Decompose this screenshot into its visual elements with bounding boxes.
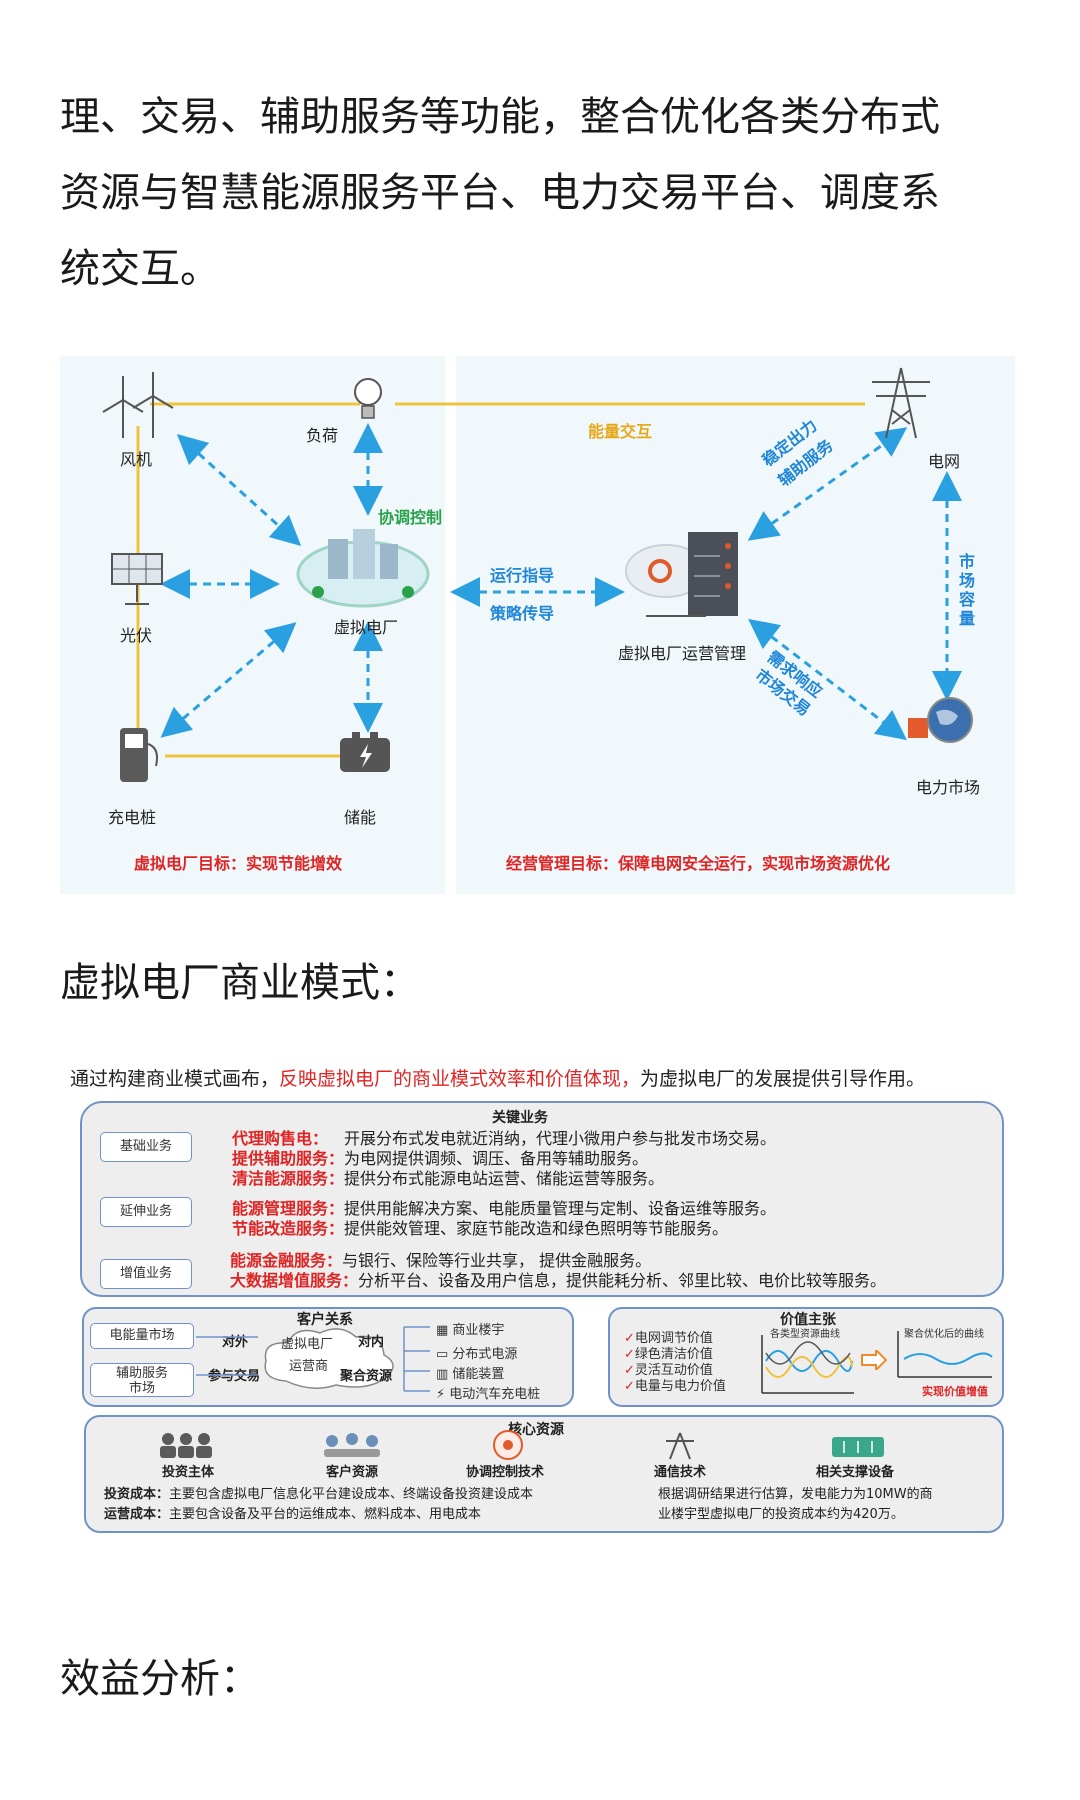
resource-curves-chart — [761, 1335, 854, 1394]
charging-station-icon — [120, 728, 158, 782]
operations-server-icon — [625, 532, 738, 617]
node-market-label: 电力市场 — [916, 778, 981, 797]
investors-icon — [160, 1433, 212, 1458]
solar-panel-icon — [111, 553, 163, 605]
participate-trade-label: 参与交易 — [208, 1369, 261, 1384]
internal-label: 对内 — [358, 1335, 385, 1350]
edge-energy-exchange-label: 能量交互 — [588, 422, 653, 441]
business-row: 代理购售电：开展分布式发电就近消纳，代理小微用户参与批发市场交易。 — [232, 1129, 777, 1148]
business-row: 提供辅助服务：为电网提供调频、调压、备用等辅助服务。 — [232, 1149, 649, 1168]
key-business-title: 关键业务 — [492, 1110, 548, 1126]
operation-cost-row: 运营成本：主要包含设备及平台的运维成本、燃料成本、用电成本 — [104, 1507, 482, 1522]
value-item: ✓电网调节价值 — [624, 1331, 713, 1346]
category-value-added: 增值业务 — [100, 1259, 192, 1289]
key-business-box — [80, 1101, 1004, 1297]
value-proposition-title: 价值主张 — [780, 1312, 836, 1328]
cloud-text-1: 虚拟电厂 — [281, 1337, 334, 1352]
core-resource-customers: 客户资源 — [326, 1465, 379, 1480]
aggregate-resources-label: 聚合资源 — [340, 1369, 393, 1384]
value-item: ✓电量与电力价值 — [624, 1379, 726, 1394]
support-equipment-icon — [832, 1437, 884, 1457]
node-wind-label: 风机 — [120, 450, 153, 469]
goal-left-text: 虚拟电厂目标：实现节能增效 — [134, 854, 343, 873]
node-solar-label: 光伏 — [120, 626, 153, 645]
customer-resources-icon — [324, 1433, 380, 1457]
estimate-text-2: 业楼宇型虚拟电厂的投资成本约为420万。 — [658, 1507, 904, 1522]
customer-relations-title: 客户关系 — [297, 1312, 353, 1328]
node-grid-label: 电网 — [928, 452, 961, 471]
optimized-curve-chart — [897, 1331, 993, 1378]
edge-operation-guidance-label: 运行指导 — [490, 566, 555, 585]
ancillary-market-box: 辅助服务市场 — [90, 1363, 194, 1397]
curve-after-label: 聚合优化后的曲线 — [904, 1329, 984, 1340]
globe-icon — [908, 697, 973, 743]
category-basic: 基础业务 — [100, 1132, 192, 1162]
solar-small-icon: ▭ — [436, 1347, 453, 1362]
virtual-power-plant-icon — [296, 529, 430, 608]
estimate-text-1: 根据调研结果进行估算，发电能力为10MW的商 — [658, 1487, 933, 1502]
value-item: ✓灵活互动价值 — [624, 1363, 713, 1378]
value-item: ✓绿色清洁价值 — [624, 1347, 713, 1362]
node-ops-label: 虚拟电厂运营管理 — [618, 644, 747, 663]
curve-before-label: 各类型资源曲线 — [770, 1329, 840, 1340]
right-panel — [456, 356, 1015, 894]
edge-strategy-transfer-label: 策略传导 — [490, 604, 555, 623]
core-resource-coordination-tech: 协调控制技术 — [466, 1465, 545, 1480]
coordination-tech-icon — [493, 1430, 523, 1460]
arrow-right-icon — [861, 1350, 888, 1370]
core-resources-box — [84, 1415, 1004, 1533]
canvas-intro: 通过构建商业模式画布，反映虚拟电厂的商业模式效率和价值体现，为虚拟电厂的发展提供… — [70, 1068, 926, 1090]
external-label: 对外 — [222, 1335, 249, 1350]
category-extended: 延伸业务 — [100, 1197, 192, 1227]
vpp-operator-cloud-icon — [264, 1328, 394, 1389]
battery-storage-icon — [340, 732, 390, 772]
cloud-text-2: 运营商 — [289, 1359, 329, 1374]
paragraph-line-2: 资源与智慧能源服务平台、电力交易平台、调度系 — [60, 170, 940, 216]
paragraph-line-1: 理、交易、辅助服务等功能，整合优化各类分布式 — [60, 94, 940, 140]
business-row: 能源管理服务：提供用能解决方案、电能质量管理与定制、设备运维等服务。 — [232, 1199, 777, 1218]
business-row: 大数据增值服务：分析平台、设备及用户信息，提供能耗分析、邻里比较、电价比较等服务… — [230, 1271, 887, 1290]
business-model-canvas-figure[interactable]: 通过构建商业模式画布，反映虚拟电厂的商业模式效率和价值体现，为虚拟电厂的发展提供… — [60, 1065, 1020, 1595]
core-resources-title: 核心资源 — [508, 1422, 564, 1438]
transmission-tower-icon — [872, 367, 930, 439]
heading-benefit-analysis: 效益分析： — [60, 1656, 260, 1702]
core-resource-investor: 投资主体 — [162, 1465, 215, 1480]
energy-market-box: 电能量市场 — [90, 1323, 194, 1349]
investment-cost-row: 投资成本：主要包含虚拟电厂信息化平台建设成本、终端设备投资建设成本 — [104, 1487, 534, 1502]
goal-right-text: 经营管理目标：保障电网安全运行，实现市场资源优化 — [506, 854, 891, 873]
wind-turbine-icon — [102, 372, 174, 438]
value-increase-label: 实现价值增值 — [922, 1385, 988, 1398]
customer-arrows — [196, 1326, 430, 1392]
heading-business-model: 虚拟电厂商业模式： — [60, 960, 420, 1006]
edge-market-capacity-label: 市场容量 — [958, 552, 975, 628]
core-resource-communication: 通信技术 — [654, 1465, 707, 1480]
core-resource-equipment: 相关支撑设备 — [816, 1465, 895, 1480]
business-row: 能源金融服务：与银行、保险等行业共享， 提供金融服务。 — [230, 1251, 652, 1270]
resource-storage-device: ▥ 储能装置 — [436, 1367, 505, 1382]
vpp-architecture-figure[interactable]: 风机 负荷 协调控制 能量交互 光伏 虚拟电厂 充电桩 储能 虚拟电厂目标：实现… — [60, 356, 1015, 894]
node-charger-label: 充电桩 — [108, 808, 157, 827]
car-small-icon: ⚡ — [436, 1387, 450, 1402]
building-icon: ▦ — [436, 1323, 453, 1338]
resource-ev-charger: ⚡ 电动汽车充电桩 — [436, 1387, 541, 1402]
edge-coordination-label: 协调控制 — [378, 508, 443, 527]
node-storage-label: 储能 — [344, 808, 377, 827]
battery-small-icon: ▥ — [436, 1367, 453, 1382]
communication-tower-icon — [666, 1432, 694, 1460]
resource-distributed-generation: ▭ 分布式电源 — [436, 1347, 518, 1362]
node-vpp-label: 虚拟电厂 — [334, 618, 399, 637]
lightbulb-icon — [354, 378, 382, 419]
business-row: 清洁能源服务：提供分布式能源电站运营、储能运营等服务。 — [232, 1169, 665, 1188]
business-row: 节能改造服务：提供能效管理、家庭节能改造和绿色照明等节能服务。 — [232, 1219, 729, 1238]
node-load-label: 负荷 — [306, 426, 339, 445]
resource-commercial-building: ▦ 商业楼宇 — [436, 1323, 505, 1338]
paragraph-line-3: 统交互。 — [60, 246, 220, 292]
